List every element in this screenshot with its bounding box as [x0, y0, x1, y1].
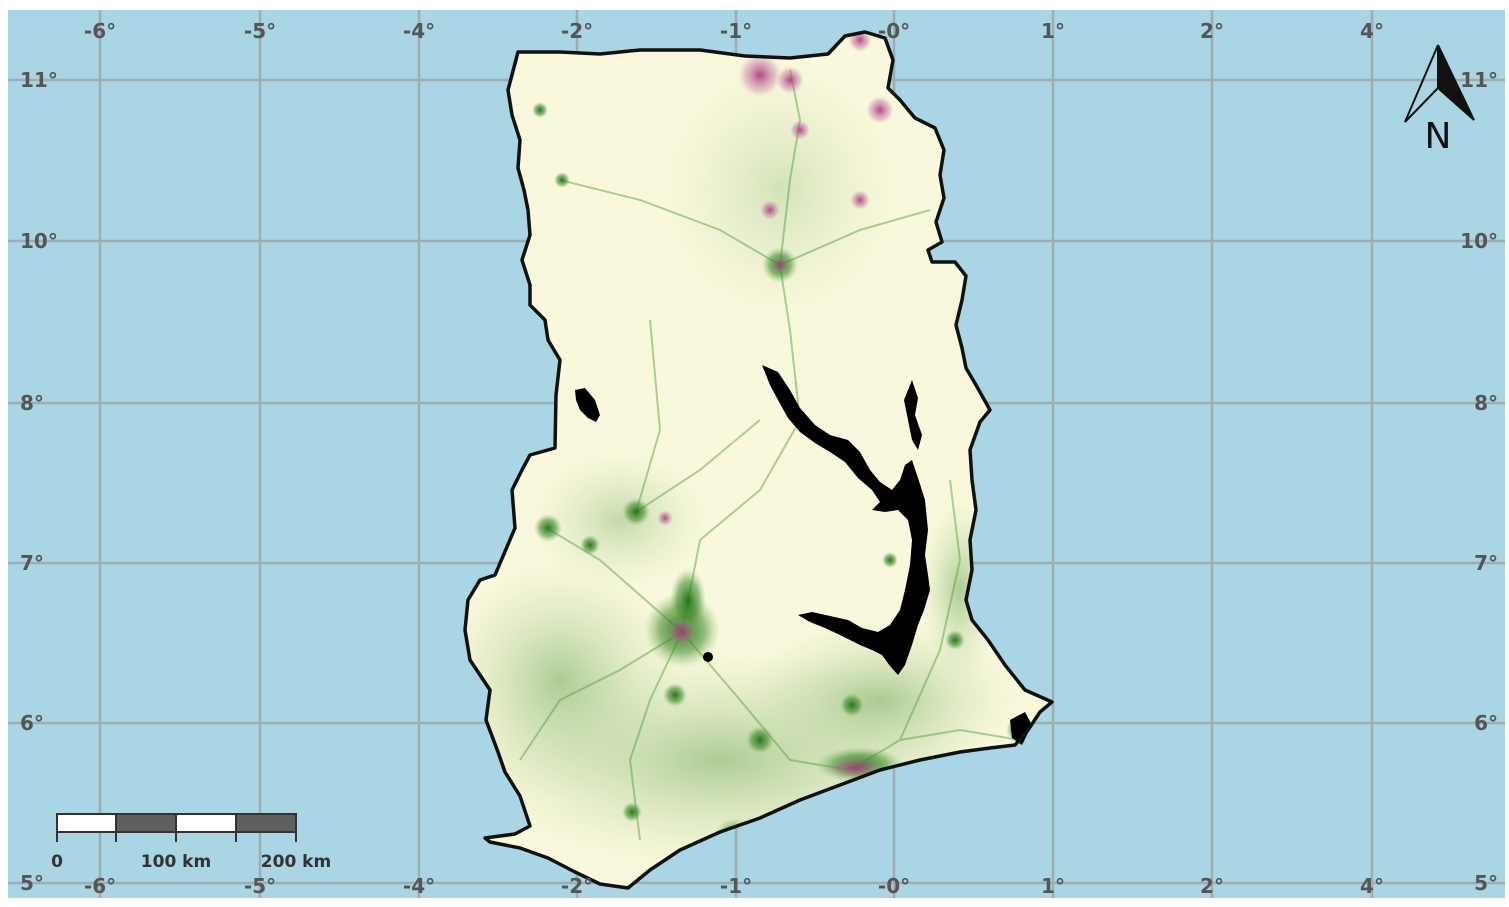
scale-bar: 0 100 km 200 km [51, 813, 331, 872]
grid-label-top: -4° [403, 19, 435, 43]
grid-label-right: 10° [1460, 229, 1498, 253]
grid-label-bottom: -0° [878, 874, 910, 898]
grid-label-left: 5° [20, 871, 44, 895]
grid-label-top: -2° [561, 19, 593, 43]
grid-label-left: 10° [20, 229, 58, 253]
grid-label-left: 7° [20, 551, 44, 575]
scale-segment [235, 813, 297, 833]
grid-label-left: 8° [20, 391, 44, 415]
scale-segment [175, 813, 237, 833]
grid-label-top: 4° [1360, 19, 1384, 43]
right-grid-labels: 11° 10° 8° 7° 6° 5° [1460, 68, 1498, 895]
scale-segment [56, 813, 117, 833]
scale-label-200km: 200 km [261, 852, 331, 872]
grid-label-bottom: -1° [720, 874, 752, 898]
grid-label-bottom: -5° [244, 874, 276, 898]
grid-label-bottom: -6° [84, 874, 116, 898]
grid-label-right: 5° [1474, 871, 1498, 895]
grid-label-top: 2° [1200, 19, 1224, 43]
grid-label-top: -0° [878, 19, 910, 43]
grid-label-bottom: 4° [1360, 874, 1384, 898]
north-arrow-icon: N [1404, 44, 1475, 157]
grid-label-bottom: -4° [403, 874, 435, 898]
grid-label-bottom: 1° [1041, 874, 1065, 898]
grid-label-right: 11° [1460, 68, 1498, 92]
population-density-layer [465, 32, 1030, 870]
north-label: N [1425, 116, 1452, 157]
scale-label-zero: 0 [51, 852, 63, 872]
grid-label-right: 7° [1474, 551, 1498, 575]
scale-label-100km: 100 km [141, 852, 211, 872]
bottom-grid-labels: -6° -5° -4° -2° -1° -0° 1° 2° 4° [84, 874, 1384, 898]
grid-label-top: 1° [1041, 19, 1065, 43]
top-grid-labels: -6° -5° -4° -2° -1° -0° 1° 2° 4° [84, 19, 1384, 43]
country-landmass [465, 32, 1052, 888]
grid-label-bottom: 2° [1200, 874, 1224, 898]
grid-label-right: 6° [1474, 711, 1498, 735]
grid-label-top: -1° [720, 19, 752, 43]
grid-label-top: -5° [244, 19, 276, 43]
grid-label-right: 8° [1474, 391, 1498, 415]
lake-volta [575, 365, 1032, 745]
grid-label-bottom: -2° [561, 874, 593, 898]
left-grid-labels: 11° 10° 8° 7° 6° 5° [20, 68, 58, 895]
grid-label-left: 6° [20, 711, 44, 735]
grid-label-left: 11° [20, 68, 58, 92]
scale-segment [115, 813, 177, 833]
grid-label-top: -6° [84, 19, 116, 43]
